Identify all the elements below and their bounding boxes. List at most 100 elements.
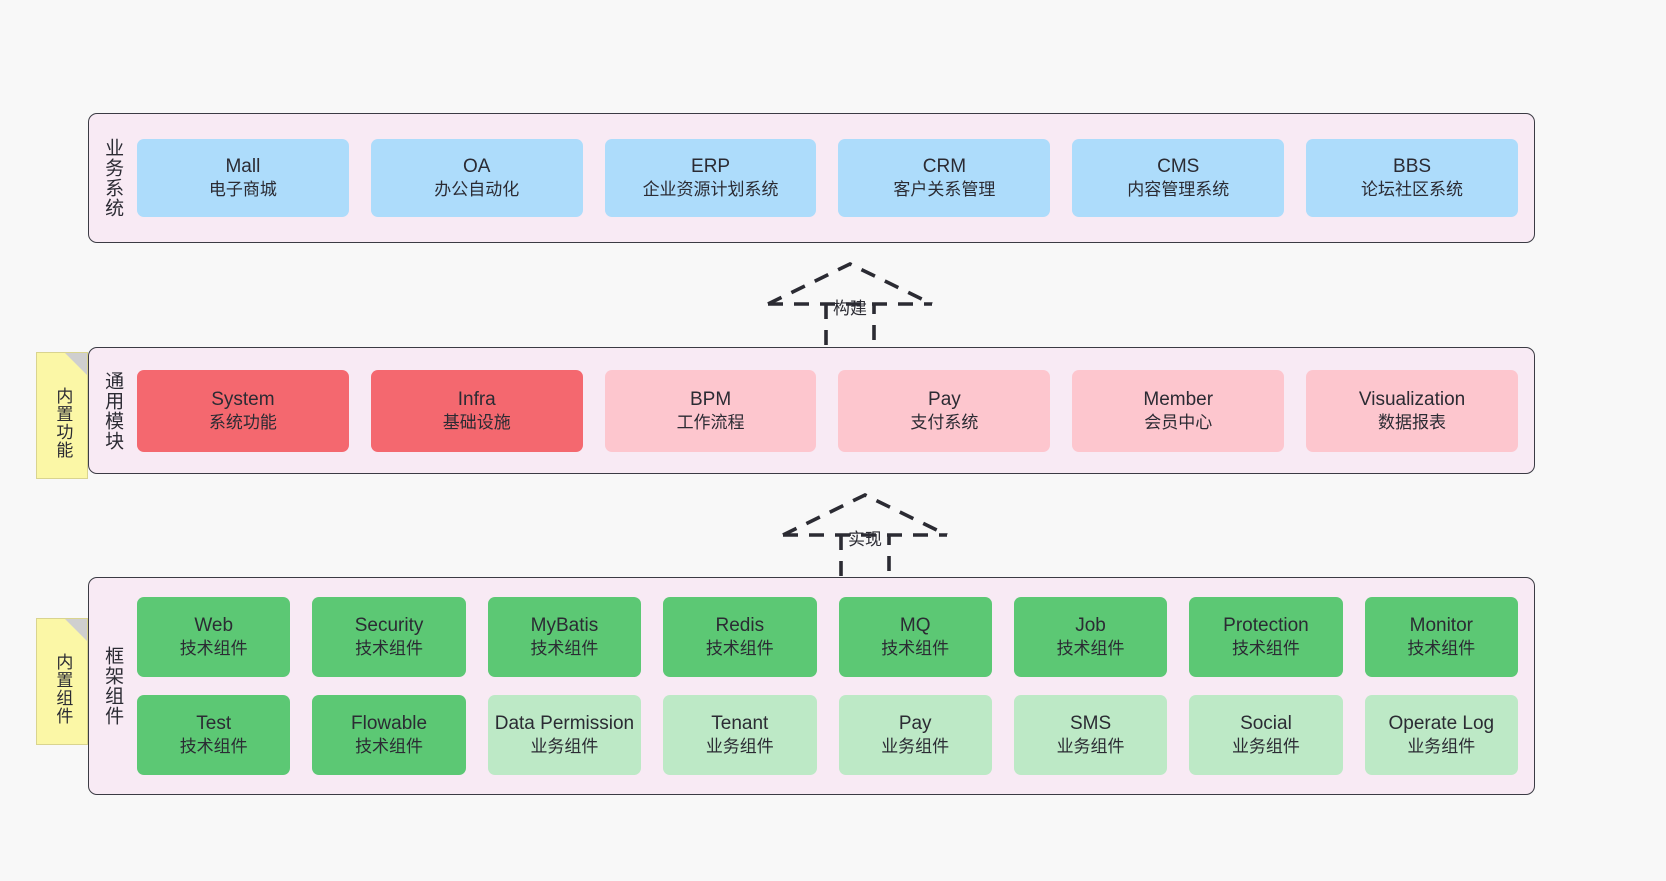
node-subtitle: 业务组件 [1407,737,1476,757]
node-subtitle: 支付系统 [910,412,979,432]
node-title: Test [196,713,232,735]
node-subtitle: 技术组件 [530,639,599,659]
note-builtin-component-text: 内置组件 [53,652,73,725]
node-title: Social [1240,713,1292,735]
node-subtitle: 办公自动化 [434,180,520,200]
node-title: CRM [922,156,967,178]
node-subtitle: 技术组件 [1407,639,1476,659]
node-title: ERP [691,156,731,178]
node-title: Redis [715,615,765,637]
node-title: Security [354,615,424,637]
node-title: Pay [898,713,932,735]
node-subtitle: 技术组件 [705,639,774,659]
node-title: Tenant [711,713,769,735]
node-subtitle: 内容管理系统 [1127,180,1230,200]
connector-implement: 实现 [770,489,960,585]
node-title: BPM [689,388,732,410]
node-title: Pay [928,388,961,410]
node-title: MyBatis [530,615,599,637]
node-title: Protection [1223,615,1309,637]
node-subtitle: 技术组件 [179,737,248,757]
node-subtitle: 业务组件 [881,737,950,757]
node-subtitle: 业务组件 [705,737,774,757]
node-title: Job [1075,615,1106,637]
note-fold-corner-icon [65,353,87,375]
node-title: Monitor [1409,615,1473,637]
node-subtitle: 论坛社区系统 [1361,180,1464,200]
node-subtitle: 技术组件 [355,737,424,757]
node-subtitle: 技术组件 [179,639,248,659]
node-subtitle: 会员中心 [1144,412,1213,432]
connector-build-arrow [767,261,933,352]
node-title: Flowable [351,713,428,735]
node-title: CMS [1157,156,1200,178]
node-title: Mall [225,156,261,178]
note-fold-corner-icon [65,619,87,641]
node-title: Infra [457,388,496,410]
node-subtitle: 电子商城 [208,180,277,200]
node-subtitle: 系统功能 [208,412,277,432]
node-subtitle: 数据报表 [1378,412,1447,432]
layer-modules-caption: 通用模块 [102,370,124,451]
node-subtitle: 技术组件 [1056,639,1125,659]
node-title: Visualization [1358,388,1466,410]
node-title: MQ [899,615,931,637]
node-subtitle: 业务组件 [530,737,599,757]
node-title: SMS [1069,713,1112,735]
node-subtitle: 业务组件 [1056,737,1125,757]
node-subtitle: 工作流程 [676,412,745,432]
node-title: OA [463,156,491,178]
node-title: BBS [1393,156,1432,178]
layer-framework-caption: 框架组件 [102,646,124,726]
node-title: System [211,388,275,410]
node-subtitle: 企业资源计划系统 [642,180,779,200]
connector-implement-arrow [782,492,948,583]
note-builtin-component: 内置组件 [36,618,88,745]
node-subtitle: 基础设施 [442,412,511,432]
layer-business-caption: 业务系统 [102,138,124,218]
node-subtitle: 业务组件 [1231,737,1300,757]
note-builtin-function: 内置功能 [36,352,88,479]
node-subtitle: 技术组件 [355,639,424,659]
node-title: Data Permission [494,713,635,735]
